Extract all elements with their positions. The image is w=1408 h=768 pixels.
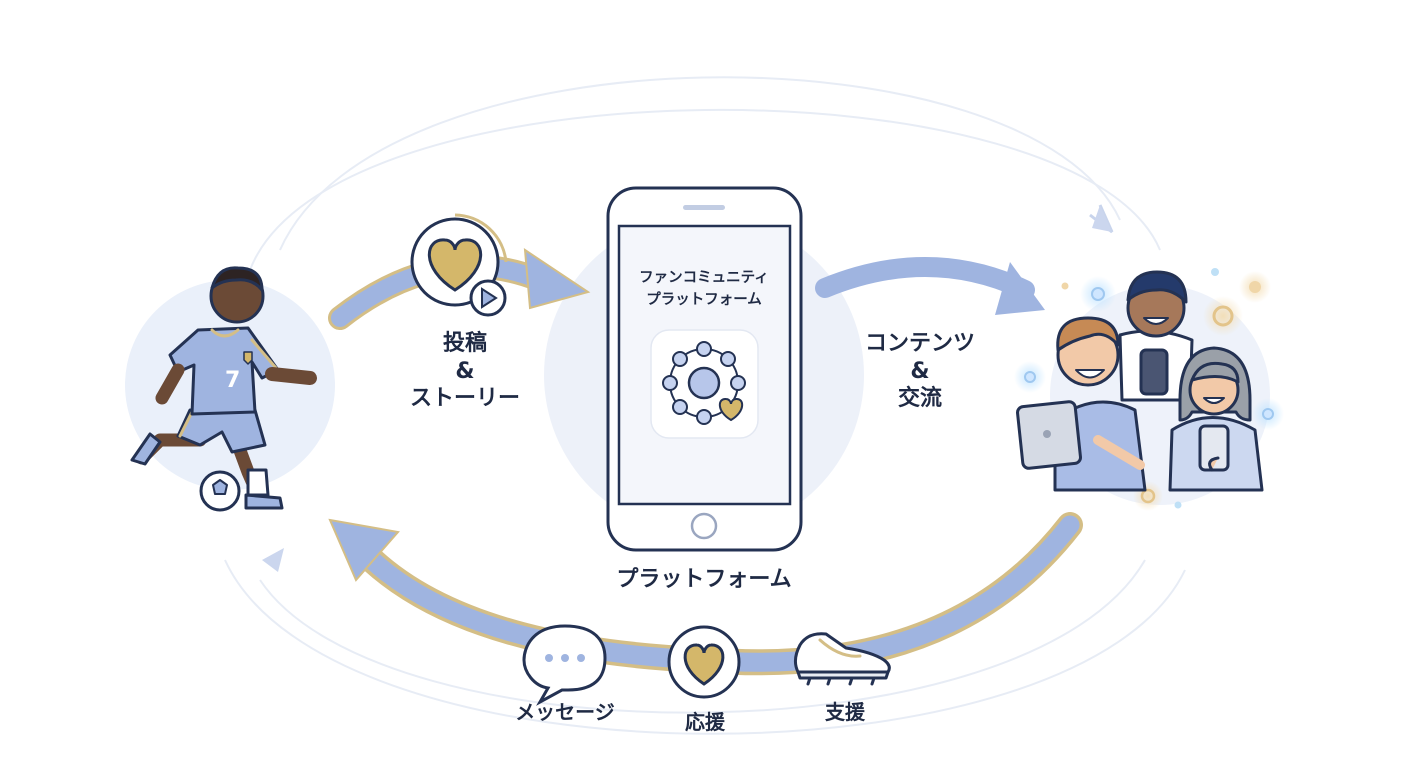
label-posting-line2: & (455, 358, 475, 384)
label-posting-stories: 投稿 & ストーリー (395, 330, 535, 413)
label-content-line2: & (910, 358, 930, 384)
smartphone (606, 186, 803, 552)
label-posting-line3: ストーリー (409, 386, 520, 411)
label-content-line1: コンテンツ (864, 331, 975, 356)
label-posting-line1: 投稿 (442, 331, 487, 356)
platform-screen-title-line2: プラットフォーム (646, 291, 762, 308)
label-platform: プラットフォーム (616, 567, 792, 592)
platform-screen-title-line1: ファンコミュニティ (639, 270, 769, 286)
thin-arrow-bottom-left (262, 548, 284, 572)
label-support: 支援 (825, 700, 865, 724)
label-content-exchange: コンテンツ & 交流 (850, 330, 990, 413)
athlete-illustration (130, 266, 317, 512)
label-content-line3: 交流 (897, 386, 942, 411)
cleat-shoe-icon (793, 632, 891, 686)
heart-play-icon (410, 213, 508, 317)
fans-illustration (1014, 268, 1284, 511)
arrow-content (815, 257, 1045, 315)
thin-arrow-top-right (1089, 204, 1114, 234)
heart-icon (667, 625, 741, 699)
label-message: メッセージ (515, 700, 615, 724)
platform-screen-title: ファンコミュニティ プラットフォーム (618, 268, 790, 312)
network-heart-icon (662, 341, 746, 425)
speech-bubble-icon (522, 624, 607, 706)
jersey-number: 7 (225, 368, 240, 393)
outer-rings (224, 76, 1186, 735)
label-cheer: 応援 (685, 710, 725, 734)
